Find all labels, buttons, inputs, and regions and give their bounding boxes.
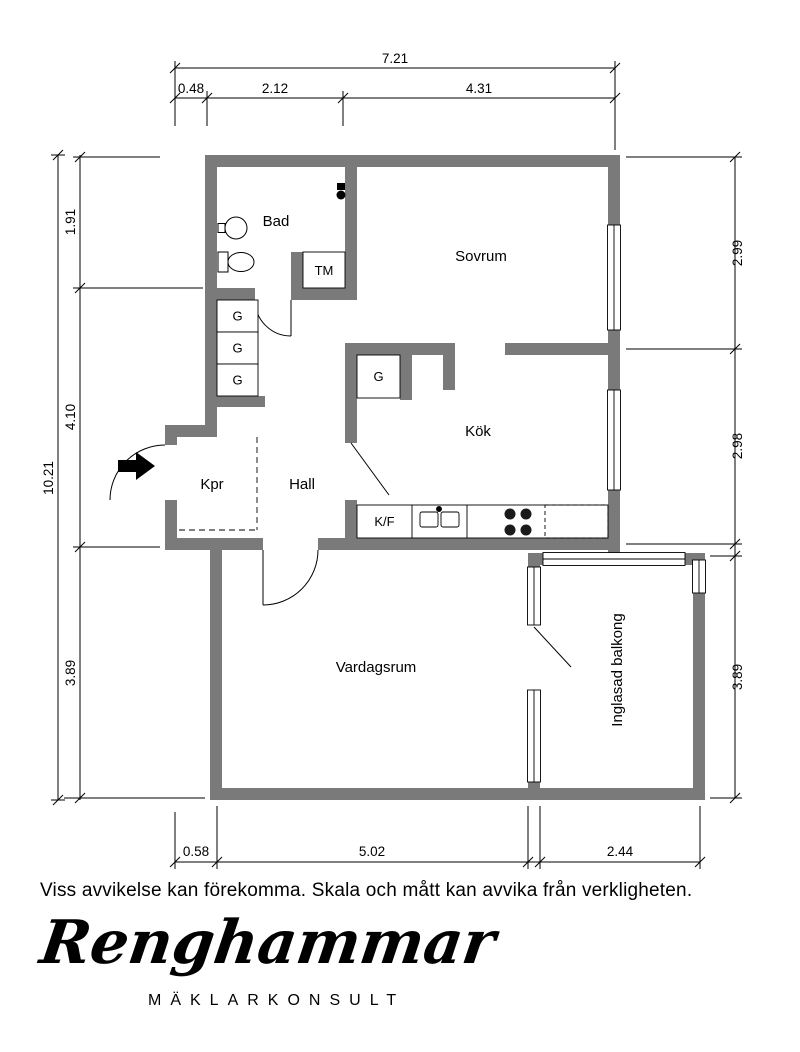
dim-bottom-1: 5.02 xyxy=(359,844,385,859)
dimension-labels: 7.21 0.48 2.12 4.31 10.21 1.91 4.10 3.89… xyxy=(41,51,745,859)
logo-script: Renghammar xyxy=(36,908,500,978)
dim-right-0: 2.99 xyxy=(730,240,745,266)
floorplan-drawing: Bad TM Sovrum G G G G Kök Kpr Hall K/F V… xyxy=(41,51,745,869)
stove-icon xyxy=(504,508,532,536)
kpr-dashed-outline xyxy=(179,437,258,531)
label-kf: K/F xyxy=(374,514,394,529)
balcony-door-leaf xyxy=(533,626,572,668)
room-label-vardagsrum: Vardagsrum xyxy=(336,659,417,676)
dim-left-total: 10.21 xyxy=(41,461,56,495)
entrance-arrow-icon xyxy=(118,452,155,480)
tm-cabinet xyxy=(302,251,346,289)
bathroom-fixtures xyxy=(217,183,346,273)
wardrobe-label-1: G xyxy=(232,309,242,324)
logo-subtitle: MÄKLARKONSULT xyxy=(148,992,406,1009)
dim-left-1: 4.10 xyxy=(63,404,78,430)
room-label-bad: Bad xyxy=(263,213,290,230)
bathroom-door-arc xyxy=(254,299,292,337)
dim-bottom-0: 0.58 xyxy=(183,844,209,859)
disclaimer-text: Viss avvikelse kan förekomma. Skala och … xyxy=(40,880,693,901)
room-label-sovrum: Sovrum xyxy=(455,248,507,265)
room-label-kok: Kök xyxy=(465,423,491,440)
dim-right-1: 2.98 xyxy=(730,433,745,459)
dimension-lines xyxy=(51,61,742,869)
windows xyxy=(527,224,706,783)
dim-top-total: 7.21 xyxy=(382,51,408,66)
wardrobe-label-3: G xyxy=(232,373,242,388)
kitchen-counter xyxy=(356,504,609,539)
dim-top-2: 4.31 xyxy=(466,81,492,96)
room-label-tm: TM xyxy=(315,263,334,278)
dim-left-2: 3.89 xyxy=(63,660,78,686)
livingroom-door-arc xyxy=(262,549,319,606)
tap-icon xyxy=(336,183,346,200)
doors xyxy=(109,299,572,668)
wardrobes xyxy=(216,251,401,399)
room-label-hall: Hall xyxy=(289,476,315,493)
wardrobe-label-2: G xyxy=(232,341,242,356)
dim-top-0: 0.48 xyxy=(178,81,204,96)
dim-left-0: 1.91 xyxy=(63,209,78,235)
kitchen-door-leaf xyxy=(350,442,390,496)
toilet-icon xyxy=(217,251,255,273)
room-label-kpr: Kpr xyxy=(200,476,223,493)
dim-top-1: 2.12 xyxy=(262,81,288,96)
dim-bottom-2: 2.44 xyxy=(607,844,634,859)
balcony-door-opening xyxy=(527,625,541,690)
washbasin-icon xyxy=(217,216,248,240)
kitchen-sink-icon xyxy=(419,506,460,528)
dim-right-2: 3.89 xyxy=(730,664,745,690)
room-label-balkong: Inglasad balkong xyxy=(609,613,626,726)
wardrobe-label-kitchen: G xyxy=(373,369,383,384)
